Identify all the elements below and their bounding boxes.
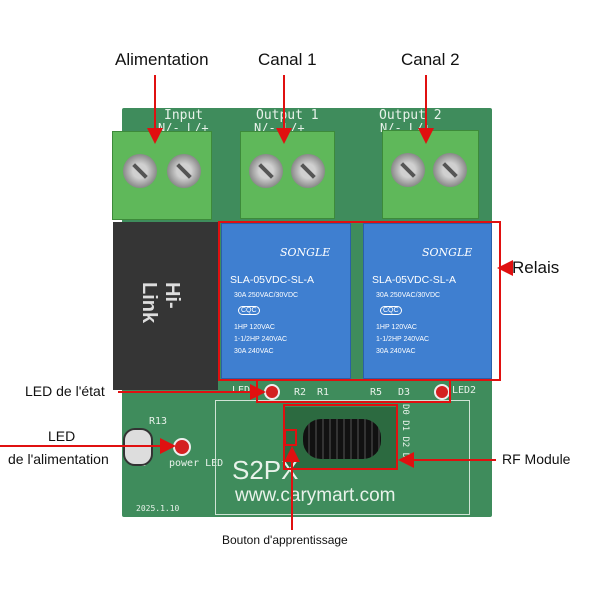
output1-terminal (240, 131, 335, 219)
output2-terminal (382, 130, 479, 219)
label-status-led: LED de l'état (25, 383, 105, 399)
screw-icon (249, 154, 283, 188)
silk-pins: D0 D1 D2 D3 (400, 404, 410, 464)
rf-module (285, 407, 397, 469)
screw-icon (291, 154, 325, 188)
power-module: Hi-Link (113, 222, 218, 390)
label-channel-1: Canal 1 (258, 50, 317, 69)
relay-amp: 30A 240VAC (376, 348, 416, 355)
status-led-box (256, 379, 451, 403)
screw-icon (391, 153, 425, 187)
relays-box (218, 221, 501, 381)
silk-website: www.carymart.com (235, 485, 396, 506)
silk-power-led: power LED (169, 458, 224, 469)
silk-output1: Output 1 (256, 108, 319, 123)
relay-brand: SONGLE (422, 246, 473, 259)
learn-button-box (284, 429, 297, 446)
screw-icon (123, 154, 157, 188)
relay-model: SLA-05VDC-SL-A (230, 274, 315, 286)
screw-icon (167, 154, 201, 188)
label-learn-button: Bouton d'apprentissage (222, 533, 348, 547)
relay-2: SONGLE SLA-05VDC-SL-A 30A 250VAC/30VDC C… (363, 223, 492, 379)
label-power: Alimentation (115, 50, 209, 69)
relay-model: SLA-05VDC-SL-A (372, 274, 457, 286)
silk-led2: LED2 (452, 385, 477, 396)
silk-d3: D3 (398, 387, 411, 398)
label-channel-2: Canal 2 (401, 50, 460, 69)
cqc-icon: CQC (238, 306, 260, 315)
relay-brand: SONGLE (280, 246, 331, 259)
silk-r1: R1 (317, 387, 330, 398)
silk-date: 2025.1.10 (136, 504, 180, 513)
silk-input: Input (164, 108, 204, 123)
relay-hp2: 1-1/2HP 240VAC (234, 336, 288, 343)
silk-led1: LED1 (232, 385, 257, 396)
screw-icon (433, 153, 467, 187)
relay-hp1: 1HP 120VAC (376, 324, 417, 331)
silk-r2: R2 (294, 387, 307, 398)
label-power-led-1: LED (48, 428, 76, 444)
cqc-icon: CQC (380, 306, 402, 315)
silk-frame (215, 400, 470, 515)
input-terminal (112, 131, 212, 220)
relay-amp: 30A 240VAC (234, 348, 274, 355)
label-relays: Relais (512, 258, 560, 277)
silk-r13: R13 (149, 416, 168, 427)
rf-module-box (283, 404, 398, 470)
label-power-led-2: de l'alimentation (8, 451, 109, 467)
label-rf-module: RF Module (502, 451, 571, 467)
relay-hp1: 1HP 120VAC (234, 324, 275, 331)
silk-r5: R5 (370, 387, 383, 398)
antenna-coil (303, 419, 381, 459)
relay-1: SONGLE SLA-05VDC-SL-A 30A 250VAC/30VDC C… (221, 223, 351, 379)
relay-hp2: 1-1/2HP 240VAC (376, 336, 430, 343)
relay-rating: 30A 250VAC/30VDC (376, 292, 441, 299)
relay-rating: 30A 250VAC/30VDC (234, 292, 299, 299)
